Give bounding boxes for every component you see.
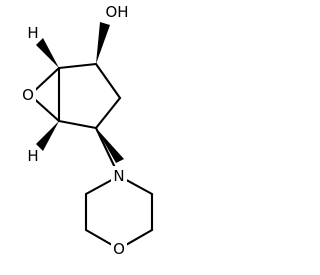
morpholine-nitrogen-label: N: [113, 167, 124, 185]
epoxide-oxygen-label: O: [22, 86, 34, 104]
hydroxyl-label: OH: [105, 3, 128, 21]
epoxide-o-label-bg: [20, 86, 36, 105]
hydrogen-bottom-label: H: [27, 147, 38, 165]
bond-c4-c5: [57, 119, 98, 130]
chemical-structure: OH O N O H H: [20, 2, 154, 259]
wedge-c1-h: [36, 38, 59, 68]
wedge-c4-n: [96, 128, 124, 163]
oh-label-bg: [103, 2, 131, 21]
n-label-bg: [111, 166, 127, 185]
bond-c1-c2: [57, 62, 98, 70]
wedge-c2-oh: [96, 22, 110, 64]
wedge-c5-h: [36, 121, 59, 151]
morpholine-o-label-bg: [111, 240, 127, 259]
bond-c3-c4: [94, 96, 122, 130]
morpholine-oxygen-label: O: [113, 240, 125, 258]
bond-c2-c3: [94, 62, 122, 100]
hydrogen-top-label: H: [27, 24, 38, 42]
